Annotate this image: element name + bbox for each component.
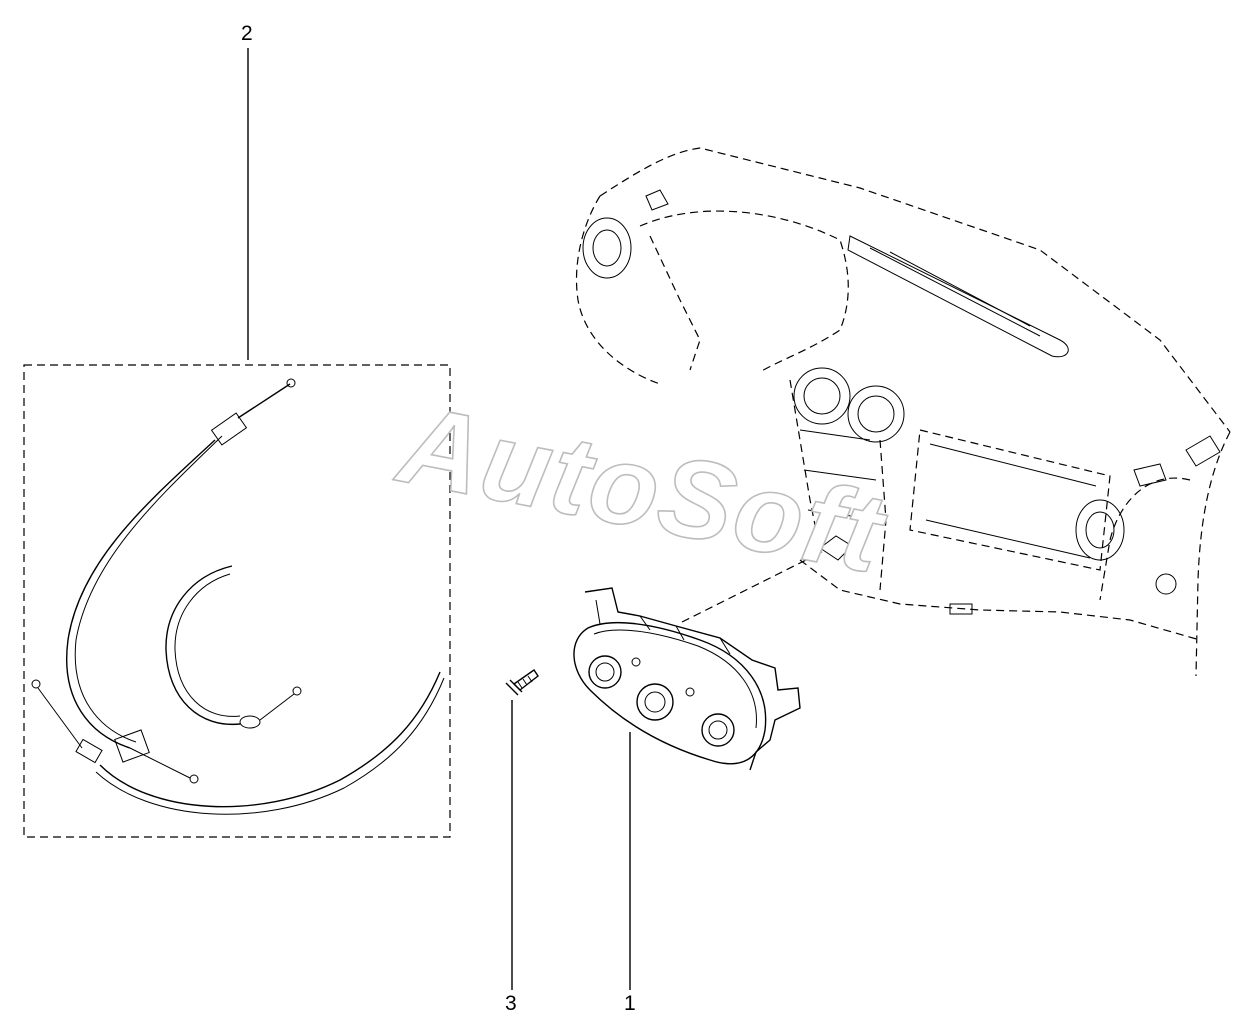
center-vent-right — [847, 385, 905, 443]
left-knob — [588, 655, 622, 689]
cable-3-end-fitting — [239, 715, 261, 729]
autosoft-watermark: AutoSoft — [387, 380, 896, 597]
callout-3-number: 3 — [505, 992, 517, 1015]
instrument-cluster-hood — [639, 210, 849, 373]
defroster-grille — [847, 235, 1069, 358]
cable-1-clip — [210, 412, 248, 446]
fixing-screw — [505, 669, 539, 696]
cable-2-sheath — [99, 671, 441, 808]
cable-2-inner-wire — [37, 687, 83, 749]
callout-2: 2 — [241, 22, 253, 360]
cable-1-inner-wire — [237, 383, 291, 419]
cable-2-clip — [75, 738, 103, 764]
dashboard-top-outline — [599, 147, 1231, 433]
right-air-vent — [1075, 499, 1125, 561]
cable-3-sheath — [165, 565, 241, 726]
callout-1: 1 — [624, 732, 636, 1015]
callout-1-number: 1 — [624, 992, 636, 1015]
callout-2-number: 2 — [241, 22, 253, 45]
assembly-direction-line — [681, 551, 823, 623]
right-knob — [701, 713, 735, 747]
cable-1-end-clip — [114, 729, 150, 763]
callout-3: 3 — [505, 700, 517, 1015]
control-cable-kit — [31, 378, 445, 815]
cable-kit-dashed-frame — [23, 364, 451, 838]
heater-control-panel — [573, 587, 801, 771]
left-air-vent — [582, 217, 632, 279]
control-panel-face — [573, 621, 767, 765]
center-knob — [636, 683, 674, 721]
cable-1-sheath — [66, 439, 216, 749]
dashboard-assembly — [575, 147, 1231, 677]
glove-box-opening — [909, 429, 1111, 571]
center-vent-left — [793, 367, 851, 425]
